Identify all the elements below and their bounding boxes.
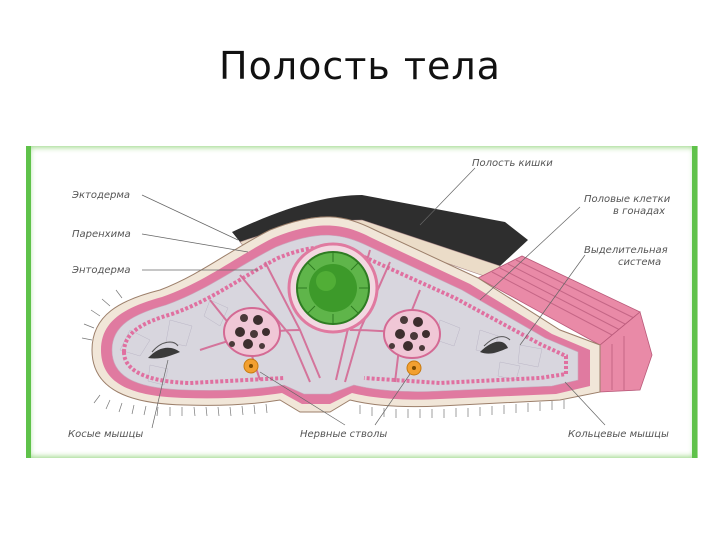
label-excretory-line1: Выделительная [584, 245, 668, 256]
label-gut-cavity: Полость кишки [472, 158, 553, 169]
gonad-left [224, 308, 280, 356]
label-excretory-line2: система [618, 257, 661, 268]
label-sex-cells-line1: Половые клетки [584, 194, 671, 205]
gonad-right [384, 310, 440, 358]
label-nerve-cords: Нервные стволы [300, 429, 387, 440]
label-ring-muscles: Кольцевые мышцы [568, 429, 669, 440]
label-ectoderm: Эктодерма [71, 190, 130, 201]
label-sex-cells-line2: в гонадах [613, 206, 665, 217]
label-parenchyma: Паренхима [72, 229, 131, 240]
label-oblique-muscles: Косые мышцы [68, 429, 143, 440]
label-endoderm: Энтодерма [71, 265, 131, 276]
